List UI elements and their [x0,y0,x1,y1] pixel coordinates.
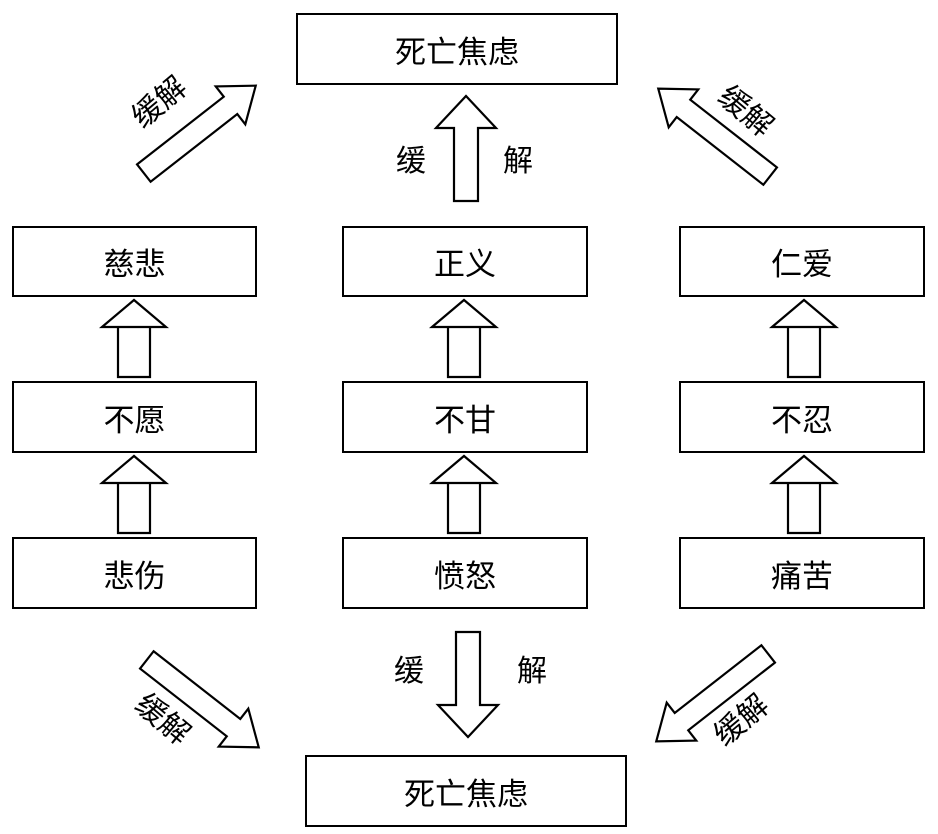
arrow-diagonal-top-left [135,84,258,184]
box-death-anxiety-top: 死亡焦虑 [296,13,618,85]
box-unresigned: 不甘 [342,381,588,453]
arrow-diagonal-top-right [656,87,779,187]
arrow-up-left-2 [116,478,152,535]
box-benevolence: 仁爱 [679,226,925,297]
arrow-up-center-2-head [428,454,500,485]
arrow-up-left-1-head [98,298,170,329]
arrow-up-left-2-head [98,454,170,485]
relief-label-char1-top: 缓 [396,144,426,179]
box-death-anxiety-bottom: 死亡焦虑 [305,755,627,827]
box-label: 不愿 [103,402,166,439]
arrow-up-right-2 [786,478,822,535]
box-cannot-bear: 不忍 [679,381,925,453]
arrow-up-right-1 [786,322,822,379]
box-compassion: 慈悲 [12,226,257,297]
box-label: 死亡焦虑 [395,34,519,71]
box-label: 痛苦 [771,558,833,595]
box-label: 仁爱 [771,247,833,283]
relief-label-char2-bottom: 解 [517,654,547,689]
box-label: 悲伤 [103,558,166,595]
box-label: 不忍 [771,402,833,439]
box-pain: 痛苦 [679,537,925,609]
arrow-diagonal-bottom-left [138,649,261,749]
arrow-up-left-1 [116,322,152,379]
arrow-diagonal-bottom-right [654,643,777,743]
arrow-up-center-1 [446,322,482,379]
box-label: 愤怒 [434,558,496,595]
box-label: 不甘 [434,402,496,439]
arrow-up-right-2-head [768,454,840,485]
box-unwilling: 不愿 [12,381,257,453]
box-label: 慈悲 [103,247,166,283]
box-sorrow: 悲伤 [12,537,257,609]
box-label: 正义 [434,247,496,283]
arrow-down-center-bottom [435,630,501,739]
arrow-up-right-1-head [768,298,840,329]
arrow-up-center-2 [446,478,482,535]
relief-label-char1-bottom: 缓 [394,654,424,689]
arrow-up-center-1-head [428,298,500,329]
box-anger: 愤怒 [342,537,588,609]
arrow-up-center-top [433,94,499,203]
box-justice: 正义 [342,226,588,297]
relief-label-char2-top: 解 [503,144,533,179]
box-label: 死亡焦虑 [404,776,528,813]
